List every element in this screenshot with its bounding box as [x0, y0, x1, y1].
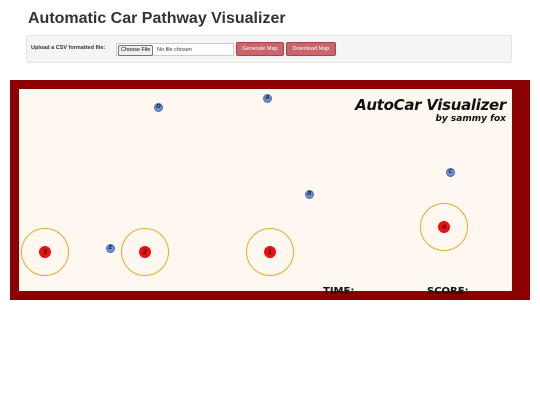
file-status: No file chosen	[157, 47, 192, 53]
map-frame: AutoCar Visualizer by sammy fox A B C D …	[10, 80, 530, 300]
brand-title: AutoCar Visualizer	[355, 96, 506, 114]
download-map-button[interactable]: Download Map	[286, 42, 336, 56]
car-zone-3: 3	[21, 228, 69, 276]
car-zone-1: 1	[246, 228, 294, 276]
car-zone-2: 2	[121, 228, 169, 276]
car-zone-4: 4	[420, 203, 468, 251]
car-2: 2	[139, 246, 151, 258]
generate-map-button[interactable]: Generate Map	[236, 42, 284, 56]
waypoint-e: E	[106, 244, 115, 253]
car-1: 1	[264, 246, 276, 258]
file-input[interactable]: Choose File No file chosen	[116, 43, 234, 56]
waypoint-a: A	[263, 94, 272, 103]
car-4: 4	[438, 221, 450, 233]
upload-panel: Upload a CSV formatted file: Choose File…	[26, 35, 512, 63]
waypoint-b: B	[305, 190, 314, 199]
waypoint-d: D	[154, 103, 163, 112]
choose-file-button[interactable]: Choose File	[118, 45, 154, 56]
page-title: Automatic Car Pathway Visualizer	[28, 10, 286, 27]
time-label: TIME:	[323, 286, 355, 297]
map-canvas: AutoCar Visualizer by sammy fox A B C D …	[19, 89, 512, 297]
brand-subtitle: by sammy fox	[435, 114, 506, 124]
score-label: SCORE:	[427, 286, 469, 297]
car-3: 3	[39, 246, 51, 258]
waypoint-c: C	[446, 168, 455, 177]
upload-label: Upload a CSV formatted file:	[31, 45, 106, 51]
